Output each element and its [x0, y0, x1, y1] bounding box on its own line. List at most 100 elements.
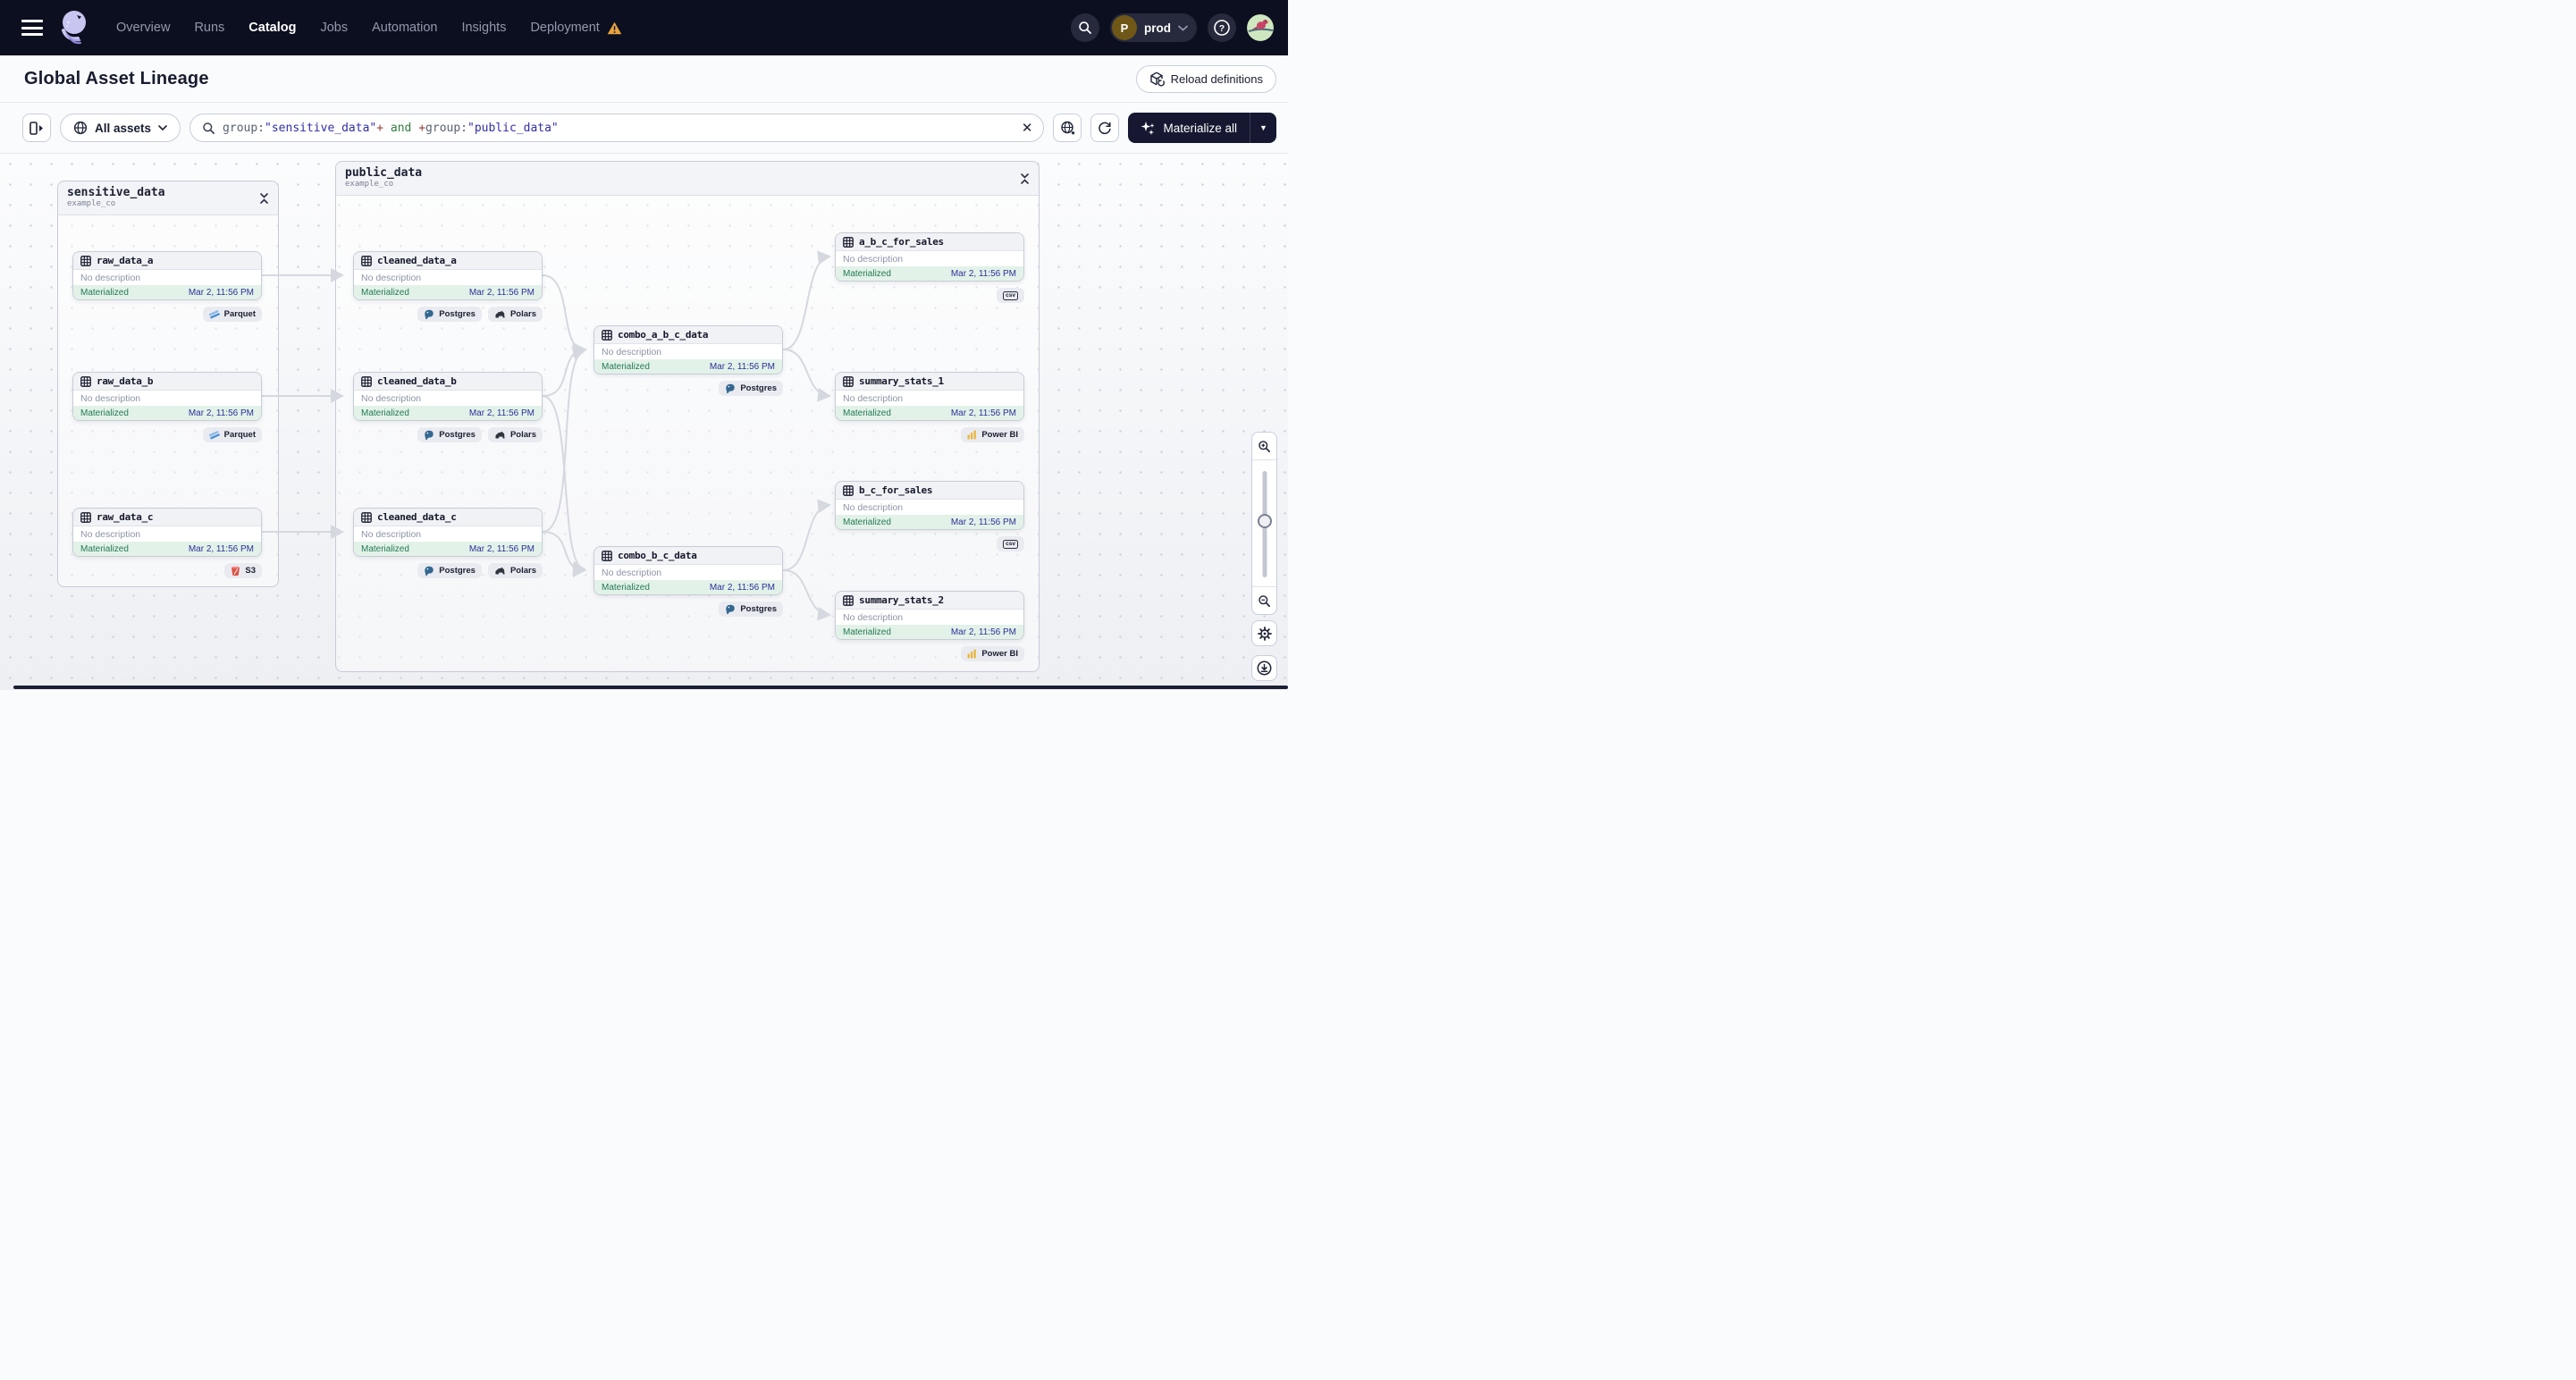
materialize-all-button[interactable]: Materialize all ▼ [1128, 113, 1276, 143]
zoom-in-button[interactable] [1252, 433, 1276, 459]
asset-node-b-c-for-sales[interactable]: b_c_for_sales No description Materialize… [835, 481, 1024, 530]
deployment-switcher[interactable]: P prod [1110, 13, 1197, 42]
asset-node-combo-a-b-c-data[interactable]: combo_a_b_c_data No description Material… [593, 325, 783, 374]
search-icon [1079, 21, 1091, 34]
asset-node-summary-stats-2[interactable]: summary_stats_2 No description Materiali… [835, 591, 1024, 640]
postgres-icon [726, 604, 736, 614]
asset-badges: S3 [72, 563, 262, 578]
status-label: Materialized [602, 361, 650, 372]
collapse-group-icon[interactable] [1020, 172, 1030, 184]
kind-badge-polars: Polars [487, 563, 543, 578]
lineage-canvas[interactable]: sensitive_data example_co public_data ex… [0, 154, 1288, 690]
asset-description: No description [80, 272, 141, 283]
s3-icon [232, 566, 240, 576]
reload-definitions-button[interactable]: Reload definitions [1135, 64, 1276, 93]
kind-badge-s3: S3 [224, 563, 262, 578]
reload-definitions-icon [1149, 72, 1165, 86]
kind-badge-polars: Polars [487, 427, 543, 442]
kind-badge-postgres: Postgres [719, 602, 783, 617]
asset-description: No description [361, 392, 422, 404]
asset-badges: Postgres [593, 602, 783, 617]
group-header[interactable]: sensitive_data example_co [58, 181, 278, 215]
asset-node-cleaned-data-c[interactable]: cleaned_data_c No description Materializ… [353, 508, 543, 557]
help-button[interactable]: ? [1208, 13, 1236, 42]
asset-name: combo_b_c_data [618, 550, 697, 561]
warning-triangle-icon [607, 21, 622, 34]
horizontal-scrollbar[interactable] [13, 686, 1288, 689]
asset-badges: Power BI [835, 646, 1024, 661]
page-header: Global Asset Lineage Reload definitions [0, 55, 1288, 103]
search-button[interactable] [1071, 13, 1099, 42]
asset-description: No description [843, 501, 904, 513]
status-label: Materialized [843, 517, 891, 527]
asset-node-cleaned-data-b[interactable]: cleaned_data_b No description Materializ… [353, 372, 543, 421]
env-initial: P [1112, 15, 1137, 40]
asset-badges: csv [835, 288, 1024, 303]
refresh-button[interactable] [1090, 114, 1120, 142]
table-icon [602, 550, 612, 561]
nav-item-catalog[interactable]: Catalog [248, 21, 297, 35]
open-panel-button[interactable] [22, 114, 51, 142]
table-icon [80, 375, 91, 387]
dagster-logo[interactable] [55, 8, 91, 47]
asset-description: No description [843, 253, 904, 265]
zoom-out-button[interactable] [1252, 587, 1276, 614]
download-image-button[interactable] [1251, 655, 1277, 681]
kind-badge-parquet: Parquet [202, 427, 262, 442]
user-avatar[interactable] [1247, 14, 1274, 41]
nav-item-jobs[interactable]: Jobs [320, 21, 349, 35]
view-groups-button[interactable] [1053, 114, 1082, 142]
status-time: Mar 2, 11:56 PM [188, 287, 254, 298]
asset-name: summary_stats_2 [859, 594, 944, 606]
asset-badges: csv [835, 536, 1024, 551]
kind-badge-polars: Polars [487, 307, 543, 322]
nav-item-automation[interactable]: Automation [372, 21, 438, 35]
clear-search-icon[interactable]: ✕ [1021, 120, 1033, 136]
asset-node-cleaned-data-a[interactable]: cleaned_data_a No description Materializ… [353, 251, 543, 300]
zoom-out-icon [1259, 594, 1270, 607]
parquet-icon [208, 430, 220, 439]
collapse-group-icon[interactable] [259, 192, 269, 204]
status-time: Mar 2, 11:56 PM [468, 543, 535, 554]
settings-gear-icon [1257, 626, 1272, 641]
nav-item-deployment[interactable]: Deployment [530, 21, 600, 35]
asset-description: No description [602, 567, 662, 578]
kind-badge-postgres: Postgres [417, 427, 482, 442]
asset-scope-dropdown[interactable]: All assets [60, 114, 181, 142]
asset-node-combo-b-c-data[interactable]: combo_b_c_data No description Materializ… [593, 546, 783, 595]
parquet-icon [208, 309, 220, 318]
globe-add-icon [1061, 121, 1075, 134]
kind-badge-powerbi: Power BI [961, 646, 1024, 661]
status-label: Materialized [361, 287, 409, 298]
status-time: Mar 2, 11:56 PM [188, 408, 254, 418]
asset-name: combo_a_b_c_data [618, 329, 709, 341]
postgres-icon [425, 430, 434, 440]
asset-badges: Power BI [835, 427, 1024, 442]
panel-toggle-icon [29, 121, 43, 135]
asset-node-summary-stats-1[interactable]: summary_stats_1 No description Materiali… [835, 372, 1024, 421]
graph-settings-button[interactable] [1251, 620, 1277, 646]
postgres-icon [425, 309, 434, 319]
asset-node-a-b-c-for-sales[interactable]: a_b_c_for_sales No description Materiali… [835, 232, 1024, 282]
nav-item-runs[interactable]: Runs [194, 21, 225, 35]
hamburger-icon[interactable] [21, 20, 43, 36]
zoom-slider[interactable] [1252, 459, 1276, 587]
nav-menu: Overview Runs Catalog Jobs Automation In… [116, 21, 622, 35]
nav-item-insights[interactable]: Insights [461, 21, 507, 35]
status-time: Mar 2, 11:56 PM [950, 627, 1016, 637]
nav-item-overview[interactable]: Overview [116, 21, 171, 35]
materialize-options-caret[interactable]: ▼ [1250, 113, 1276, 143]
zoom-slider-thumb[interactable] [1257, 514, 1272, 528]
asset-search-input[interactable]: group:"sensitive_data"+ and +group:"publ… [189, 114, 1045, 142]
group-header[interactable]: public_data example_co [336, 162, 1039, 196]
status-label: Materialized [361, 408, 409, 418]
chevron-down-icon [1178, 25, 1188, 31]
